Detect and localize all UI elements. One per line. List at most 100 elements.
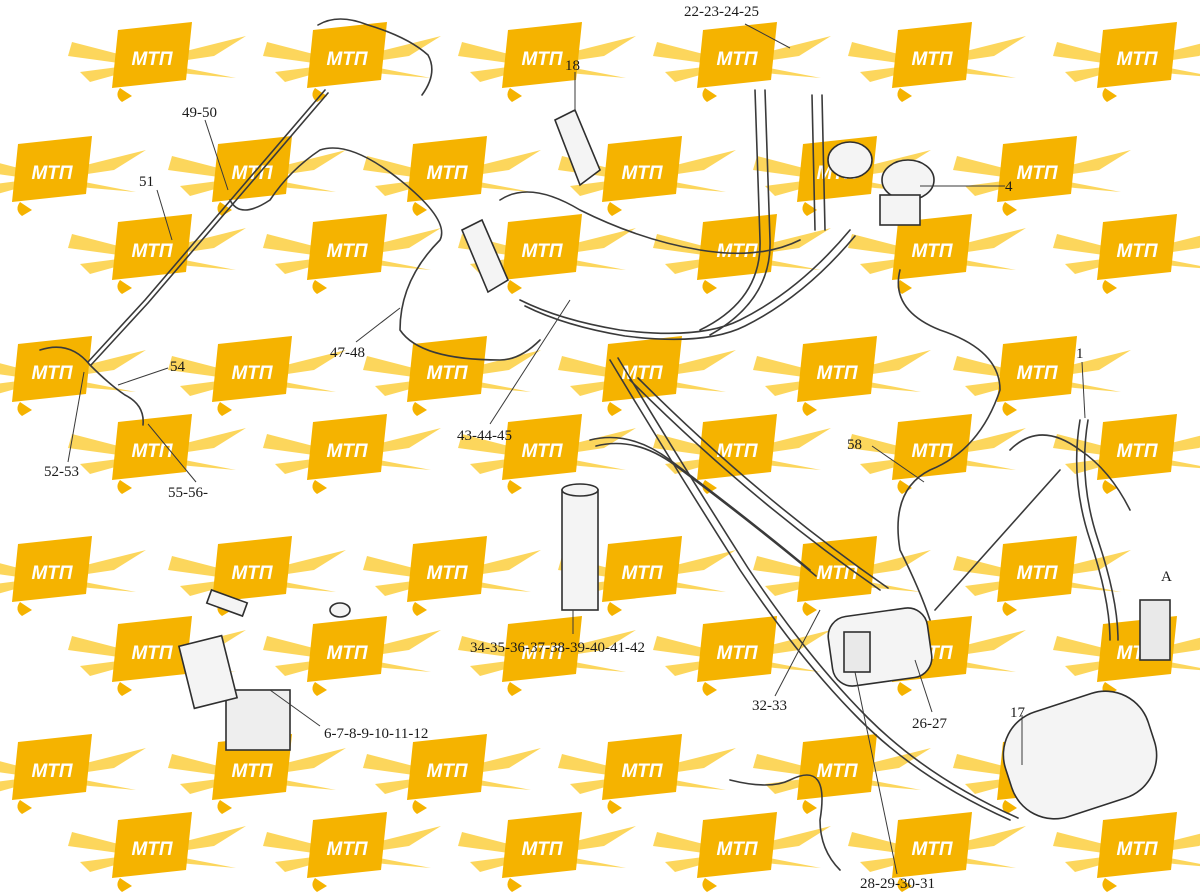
callout-54: 54 xyxy=(170,359,186,375)
callout-17: 17 xyxy=(1010,705,1026,721)
watermark-logo: МТП xyxy=(68,616,246,696)
watermark-logo: МТП xyxy=(1053,214,1200,294)
pipe-center-long xyxy=(629,379,881,591)
callout-1: 1 xyxy=(1076,346,1084,362)
watermark-logo: МТП xyxy=(0,136,146,216)
watermark-logo: МТП xyxy=(1053,22,1200,102)
watermark-logo: МТП xyxy=(68,414,246,494)
callout-58: 58 xyxy=(847,437,862,453)
watermark-logo: МТП xyxy=(68,22,246,102)
watermark-logo: МТП xyxy=(953,336,1131,416)
watermark-logo: МТП xyxy=(848,414,1026,494)
watermark-logo: МТП xyxy=(653,616,831,696)
callout-28-31: 28-29-30-31 xyxy=(860,876,935,892)
watermark-text: МТП xyxy=(621,363,662,384)
watermark-text: МТП xyxy=(326,441,367,462)
watermark-text: МТП xyxy=(716,643,757,664)
watermark-text: МТП xyxy=(426,761,467,782)
callout-4: 4 xyxy=(1005,179,1013,195)
pipe-right-hose xyxy=(1075,419,1111,641)
pipe-vertical-2 xyxy=(709,89,771,336)
watermark-text: МТП xyxy=(816,363,857,384)
watermark-text: МТП xyxy=(426,563,467,584)
watermark-logo: МТП xyxy=(458,214,636,294)
callout-51: 51 xyxy=(139,174,154,190)
pipe-vertical-3 xyxy=(811,94,816,231)
watermark-text: МТП xyxy=(326,241,367,262)
watermark-logo: МТП xyxy=(263,22,441,102)
watermark-logo: МТП xyxy=(558,136,736,216)
watermark-logo: МТП xyxy=(458,812,636,892)
watermark-logo: МТП xyxy=(558,336,736,416)
fitting-connector xyxy=(329,602,351,618)
pipe-left-lower-branch xyxy=(89,364,144,426)
watermark-text: МТП xyxy=(426,163,467,184)
mounting-plate xyxy=(177,634,239,710)
fitting-tube xyxy=(205,588,249,618)
brake-pedal-upper xyxy=(553,108,601,187)
fluid-reservoir xyxy=(561,489,599,611)
callout-55-56: 55-56- xyxy=(168,485,208,501)
watermark-text: МТП xyxy=(31,363,72,384)
watermark-logo: МТП xyxy=(0,336,146,416)
watermark-text: МТП xyxy=(911,241,952,262)
callout-26-27: 26-27 xyxy=(912,716,947,732)
watermark-text: МТП xyxy=(621,163,662,184)
watermark-logo: МТП xyxy=(558,536,736,616)
watermark-logo: МТП xyxy=(653,214,831,294)
watermark-logo: МТП xyxy=(1053,812,1200,892)
callout-43-45: 43-44-45 xyxy=(457,428,512,444)
watermark-text: МТП xyxy=(426,363,467,384)
watermark-logo: МТП xyxy=(458,414,636,494)
watermark-logo: МТП xyxy=(68,812,246,892)
pipe-left-end xyxy=(39,346,91,366)
pipe-pedal-upper xyxy=(499,191,801,255)
brake-valve-body xyxy=(225,689,291,751)
pipe-reservoir-hose xyxy=(589,436,811,571)
watermark-logo: МТП xyxy=(953,136,1131,216)
watermark-text: МТП xyxy=(231,761,272,782)
pipe-vertical-1 xyxy=(699,89,761,331)
watermark-logo: МТП xyxy=(653,812,831,892)
watermark-logo: МТП xyxy=(848,22,1026,102)
watermark-logo: МТП xyxy=(263,414,441,494)
watermark-text: МТП xyxy=(131,241,172,262)
watermark-logo: МТП xyxy=(363,734,541,814)
watermark-text: МТП xyxy=(131,839,172,860)
callout-22-25: 22-23-24-25 xyxy=(684,4,759,20)
watermark-text: МТП xyxy=(231,563,272,584)
watermark-logo: МТП xyxy=(1053,616,1200,696)
brake-booster xyxy=(827,607,933,687)
callout-32-33: 32-33 xyxy=(752,698,787,714)
watermark-text: МТП xyxy=(1016,163,1057,184)
watermark-text: МТП xyxy=(521,49,562,70)
watermark-text: МТП xyxy=(1016,563,1057,584)
components xyxy=(177,108,1171,820)
pipe-bottom-wire xyxy=(729,774,841,871)
pipe-right-loop xyxy=(897,269,1001,621)
watermark-text: МТП xyxy=(31,761,72,782)
watermark-logo: МТП xyxy=(363,136,541,216)
pipe-left-main-2 xyxy=(90,92,329,366)
callout-A: A xyxy=(1161,569,1172,585)
watermark-logo: МТП xyxy=(653,22,831,102)
callout-34-42: 34-35-36-37-38-39-40-41-42 xyxy=(470,640,645,656)
watermark-text: МТП xyxy=(716,839,757,860)
watermark-logo: МТП xyxy=(363,336,541,416)
watermark-logo: МТП xyxy=(263,214,441,294)
watermark-text: МТП xyxy=(521,839,562,860)
watermark-logo: МТП xyxy=(168,536,346,616)
watermark-text: МТП xyxy=(621,563,662,584)
pipe-pedal-lower xyxy=(519,229,851,335)
watermark-text: МТП xyxy=(716,241,757,262)
callout-6-12: 6-7-8-9-10-11-12 xyxy=(324,726,428,742)
watermark-text: МТП xyxy=(816,761,857,782)
pipe-vertical-4 xyxy=(821,94,826,231)
watermark-text: МТП xyxy=(521,241,562,262)
watermark-text: МТП xyxy=(131,441,172,462)
pipe-right-to-reservoir xyxy=(934,469,1061,611)
watermark-text: МТП xyxy=(1116,839,1157,860)
watermark-logo: МТП xyxy=(753,336,931,416)
watermark-text: МТП xyxy=(911,441,952,462)
watermark-text: МТП xyxy=(231,363,272,384)
